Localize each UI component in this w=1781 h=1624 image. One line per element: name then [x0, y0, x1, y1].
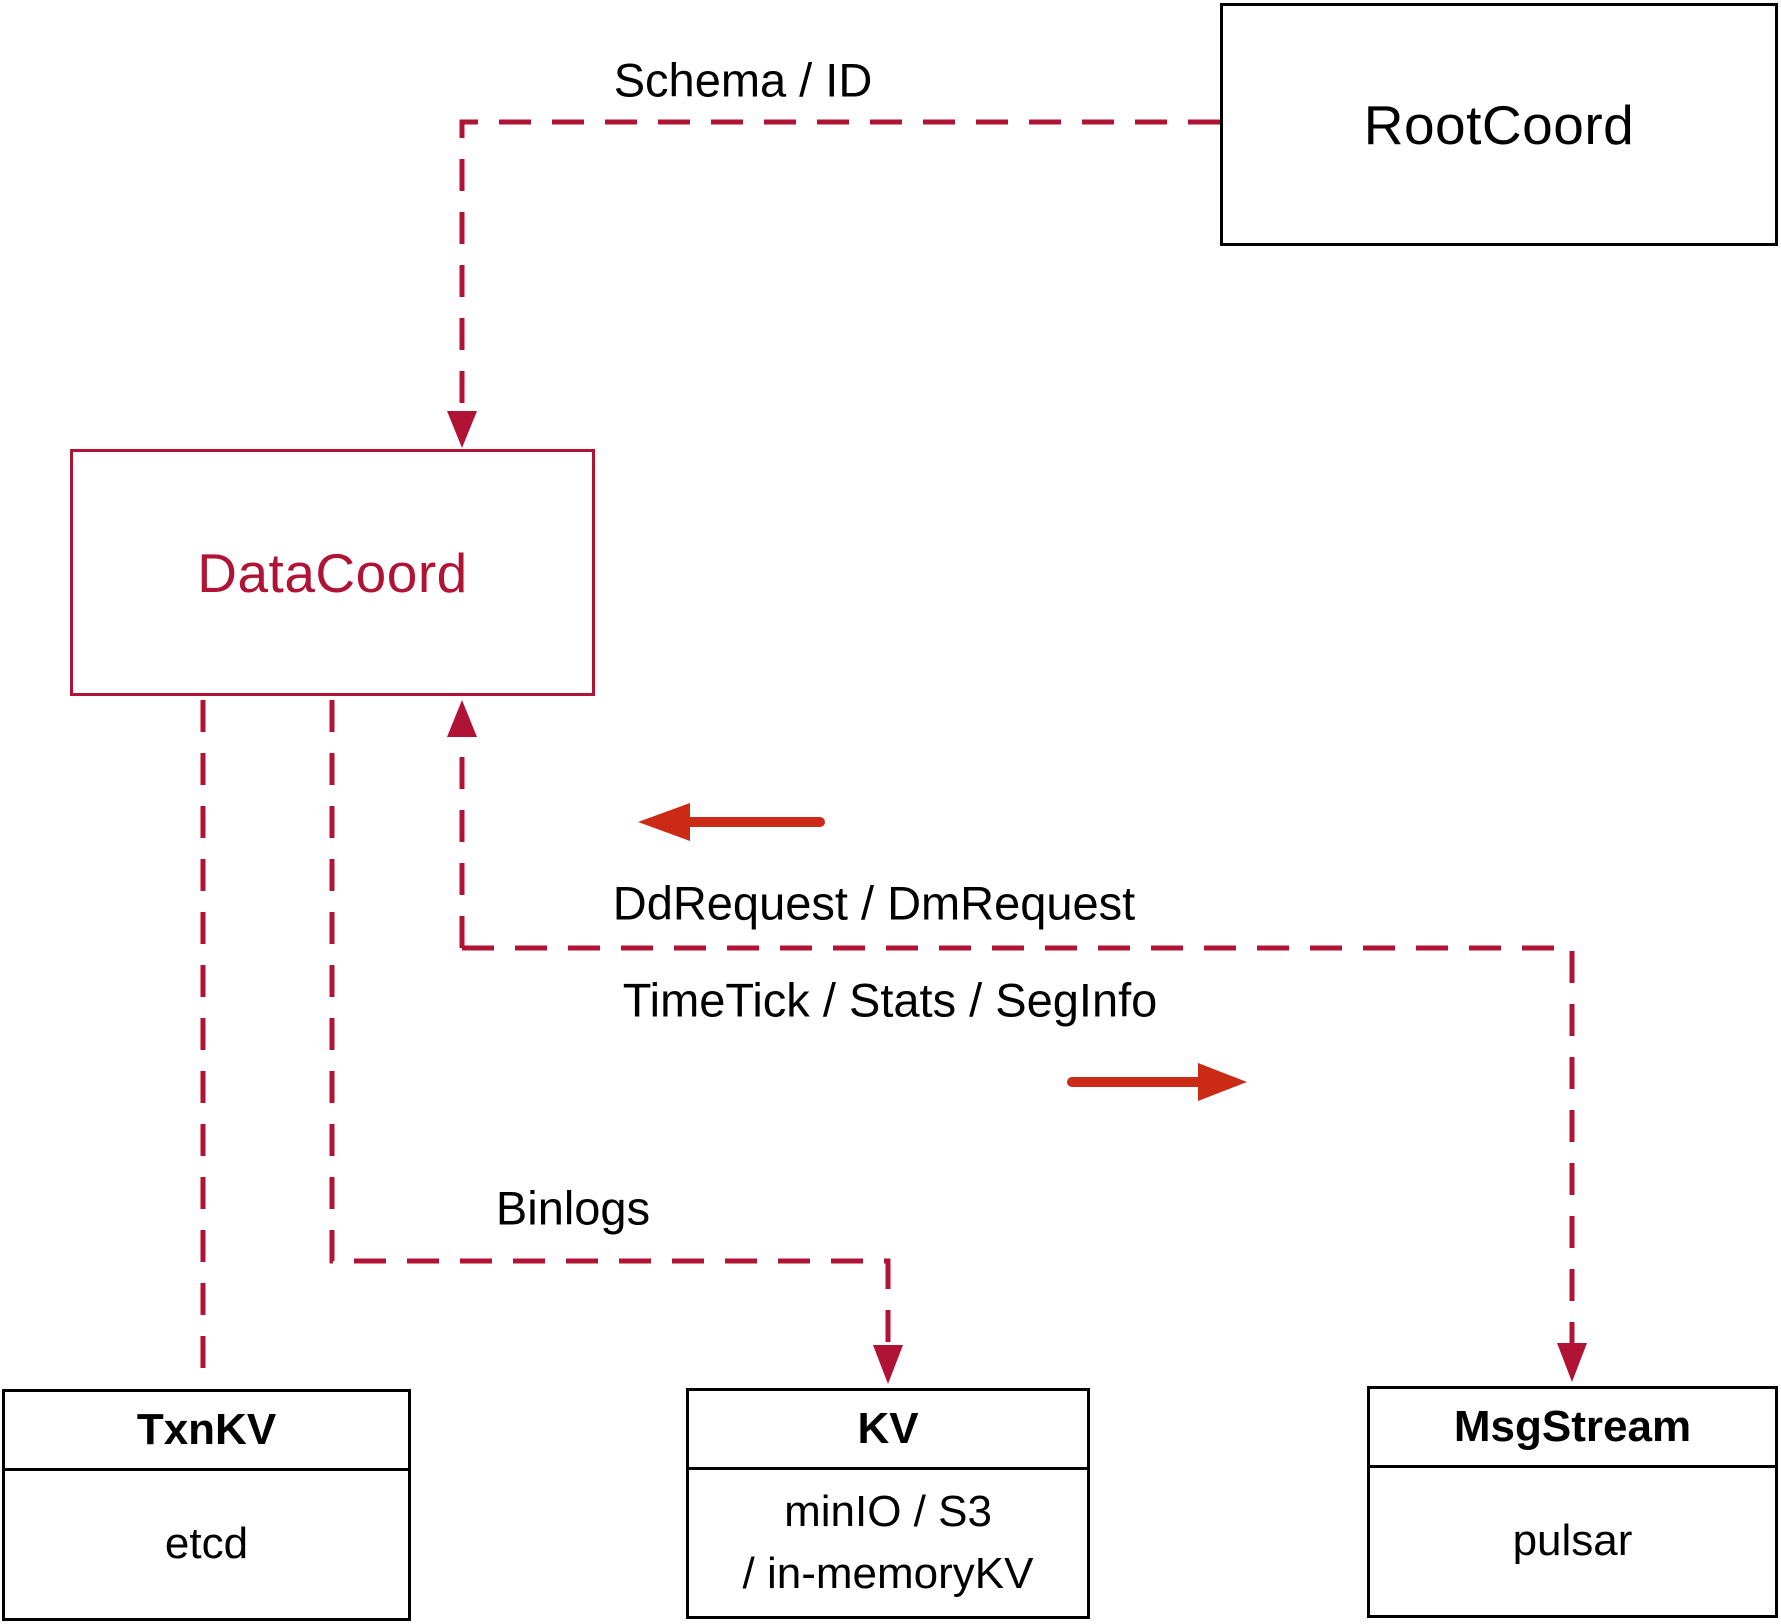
ddrequest-arrowhead-up-icon: [447, 700, 477, 737]
node-msgstream: MsgStream pulsar: [1367, 1386, 1778, 1618]
node-rootcoord: RootCoord: [1220, 3, 1778, 246]
edge-label-timetick: TimeTick / Stats / SegInfo: [622, 973, 1158, 1027]
edge-label-schema-id: Schema / ID: [613, 53, 873, 107]
datacoord-label: DataCoord: [197, 541, 468, 604]
edge-label-ddrequest: DdRequest / DmRequest: [612, 876, 1136, 930]
node-txnkv: TxnKV etcd: [2, 1389, 411, 1621]
msgstream-title: MsgStream: [1370, 1389, 1775, 1468]
binlogs-arrowhead-down-icon: [873, 1345, 903, 1384]
left-solid-arrow-icon: [638, 803, 825, 841]
node-datacoord: DataCoord: [70, 449, 595, 696]
kv-value-line2: / in-memoryKV: [742, 1549, 1034, 1598]
schema-id-connector: [459, 119, 1220, 412]
schema-id-arrowhead-down-icon: [447, 411, 477, 448]
txnkv-title: TxnKV: [5, 1392, 408, 1471]
node-kv: KV minIO / S3 / in-memoryKV: [686, 1388, 1090, 1619]
edge-label-binlogs: Binlogs: [495, 1181, 651, 1235]
msgstream-value: pulsar: [1512, 1516, 1633, 1566]
msgstream-arrowhead-down-icon: [1557, 1343, 1587, 1382]
kv-value-line1: minIO / S3: [784, 1486, 992, 1536]
rootcoord-label: RootCoord: [1363, 93, 1635, 156]
txnkv-value: etcd: [164, 1519, 249, 1569]
right-solid-arrow-icon: [1067, 1063, 1247, 1101]
kv-title: KV: [689, 1391, 1087, 1470]
